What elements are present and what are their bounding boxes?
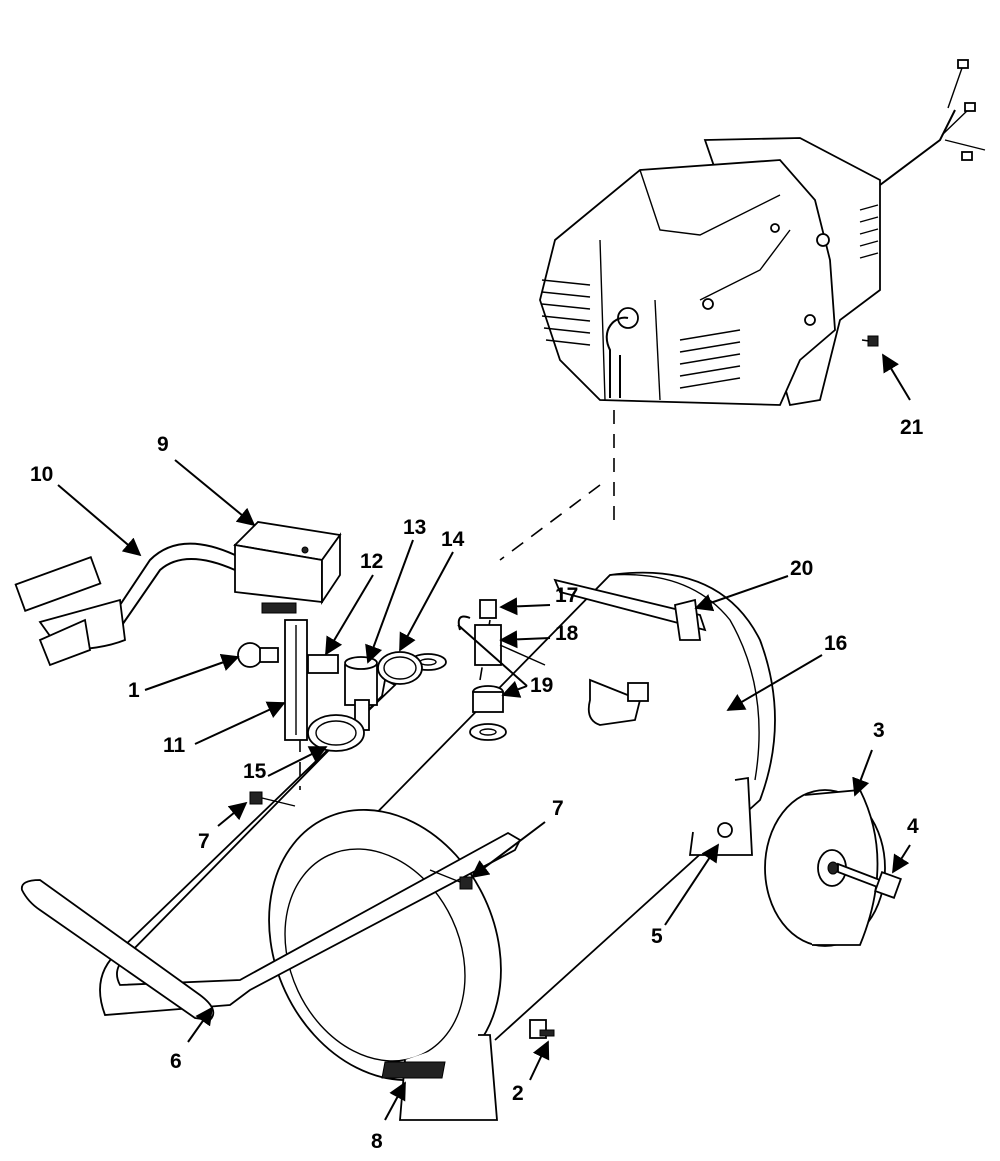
callout-4: 4 bbox=[907, 815, 919, 838]
manifold-11 bbox=[284, 619, 308, 741]
callout-5: 5 bbox=[651, 925, 663, 948]
callout-10: 10 bbox=[30, 463, 53, 486]
screw-21 bbox=[861, 335, 879, 347]
callout-16: 16 bbox=[824, 632, 847, 655]
callout-11: 11 bbox=[163, 734, 186, 757]
callout-2: 2 bbox=[512, 1082, 524, 1105]
wheel-3 bbox=[764, 789, 886, 947]
fitting-17 bbox=[479, 599, 497, 619]
pressure-switch-9 bbox=[233, 521, 342, 614]
bolt-7-right bbox=[429, 869, 473, 890]
alignment-line-tube bbox=[499, 484, 601, 561]
leader-lines bbox=[57, 353, 911, 1121]
callout-21: 21 bbox=[900, 416, 924, 439]
callout-17: 17 bbox=[555, 584, 578, 607]
callout-8: 8 bbox=[371, 1130, 383, 1153]
nipple-12 bbox=[307, 654, 339, 674]
drain-valve-2 bbox=[529, 1019, 555, 1039]
callout-15: 15 bbox=[243, 760, 267, 783]
motor-pump-assembly bbox=[539, 59, 986, 407]
gauge-14 bbox=[377, 651, 423, 685]
callout-9: 9 bbox=[157, 433, 169, 456]
quick-coupler-1 bbox=[237, 642, 279, 668]
callout-12: 12 bbox=[360, 550, 383, 573]
callout-20: 20 bbox=[790, 557, 813, 580]
bushing-19 bbox=[469, 685, 507, 741]
callout-labels: 1 2 3 4 5 6 7 7 8 9 10 11 12 13 14 15 16… bbox=[30, 416, 924, 1153]
callout-19: 19 bbox=[530, 674, 553, 697]
unloader-tube-10 bbox=[14, 542, 236, 667]
callout-6: 6 bbox=[170, 1050, 182, 1073]
mounting-bracket-20 bbox=[553, 578, 707, 726]
callout-7-right: 7 bbox=[552, 797, 564, 820]
callout-18: 18 bbox=[555, 622, 579, 645]
callout-14: 14 bbox=[441, 528, 465, 551]
gauge-15 bbox=[307, 714, 365, 752]
axle-bolt-4 bbox=[837, 862, 902, 899]
callout-1: 1 bbox=[128, 679, 140, 702]
callout-3: 3 bbox=[873, 719, 885, 742]
bolt-7-left bbox=[249, 791, 296, 807]
callout-7-left: 7 bbox=[198, 830, 210, 853]
callout-13: 13 bbox=[403, 516, 426, 539]
label-8 bbox=[381, 1061, 446, 1079]
